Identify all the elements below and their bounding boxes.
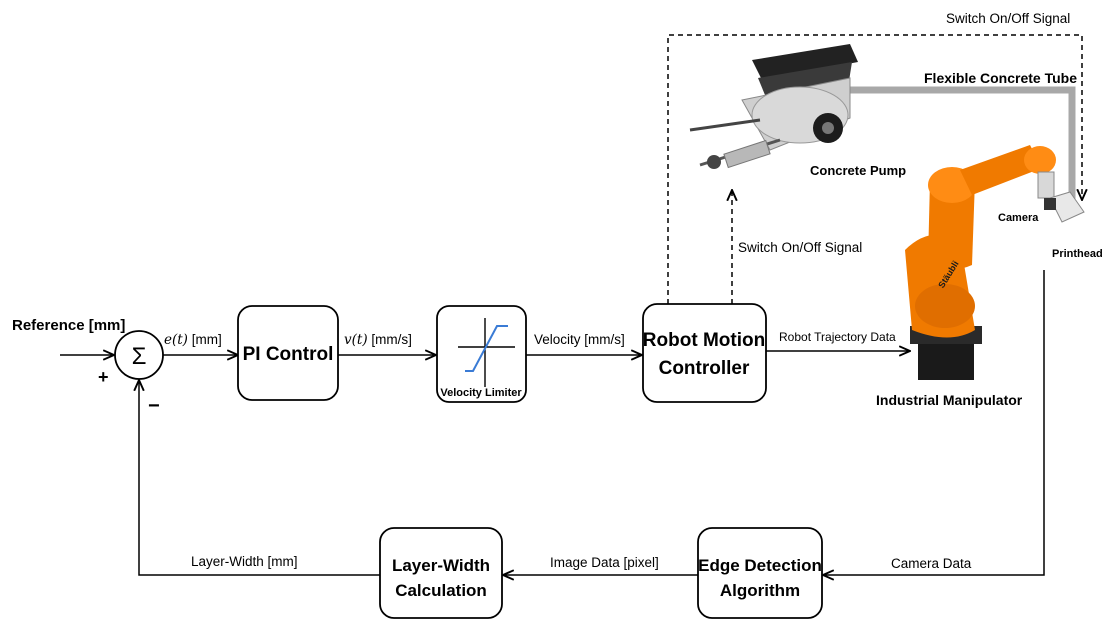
switch-signal-printhead-arrow — [667, 34, 1082, 304]
edge-detection-line2: Algorithm — [720, 581, 800, 600]
edge-detection-line1: Edge Detection — [698, 556, 822, 575]
summing-junction: Σ — [114, 330, 164, 380]
flexible-tube — [848, 86, 1076, 200]
switch-signal-top-label: Switch On/Off Signal — [946, 11, 1070, 26]
image-data-label: Image Data [pixel] — [550, 555, 659, 570]
camera-data-label: Camera Data — [891, 556, 972, 571]
concrete-pump-label: Concrete Pump — [810, 163, 906, 178]
minus-sign: − — [148, 395, 160, 417]
velocity-limiter-label: Velocity Limiter — [440, 387, 522, 399]
robot-controller-line1: Robot Motion — [643, 330, 765, 351]
velocity-cmd-label: v(t) [mm/s] — [344, 332, 412, 348]
error-signal-label: e(t) [mm] — [164, 332, 222, 348]
flexible-tube-label: Flexible Concrete Tube — [924, 70, 1077, 86]
industrial-manipulator-label: Industrial Manipulator — [876, 392, 1023, 408]
layer-width-label: Layer-Width [mm] — [191, 554, 298, 569]
layer-width-block: Layer-Width Calculation — [379, 527, 503, 619]
reference-label: Reference [mm] — [12, 317, 125, 334]
switch-signal-mid-label: Switch On/Off Signal — [738, 240, 862, 255]
velocity-limiter-block: Velocity Limiter — [436, 305, 527, 403]
pi-control-label: PI Control — [243, 344, 334, 365]
saturation-graph-icon — [458, 318, 515, 387]
printhead-label: Printhead — [1052, 248, 1102, 260]
robot-controller-line2: Controller — [659, 358, 750, 379]
robot-trajectory-label: Robot Trajectory Data — [779, 330, 896, 344]
sum-symbol: Σ — [132, 343, 147, 370]
layer-width-line2: Calculation — [395, 581, 487, 600]
velocity-label: Velocity [mm/s] — [534, 332, 625, 347]
camera-label: Camera — [998, 212, 1039, 224]
industrial-manipulator-image: Stäubli — [905, 145, 1085, 380]
robot-motion-controller-block: Robot Motion Controller — [642, 303, 767, 403]
pi-control-block: PI Control — [237, 305, 339, 401]
edge-detection-block: Edge Detection Algorithm — [697, 527, 823, 619]
layer-width-feedback-arrow — [139, 380, 380, 576]
layer-width-line1: Layer-Width — [392, 556, 490, 575]
plus-sign: + — [98, 367, 109, 387]
concrete-pump-image — [689, 44, 858, 169]
camera-data-arrow — [823, 270, 1045, 575]
